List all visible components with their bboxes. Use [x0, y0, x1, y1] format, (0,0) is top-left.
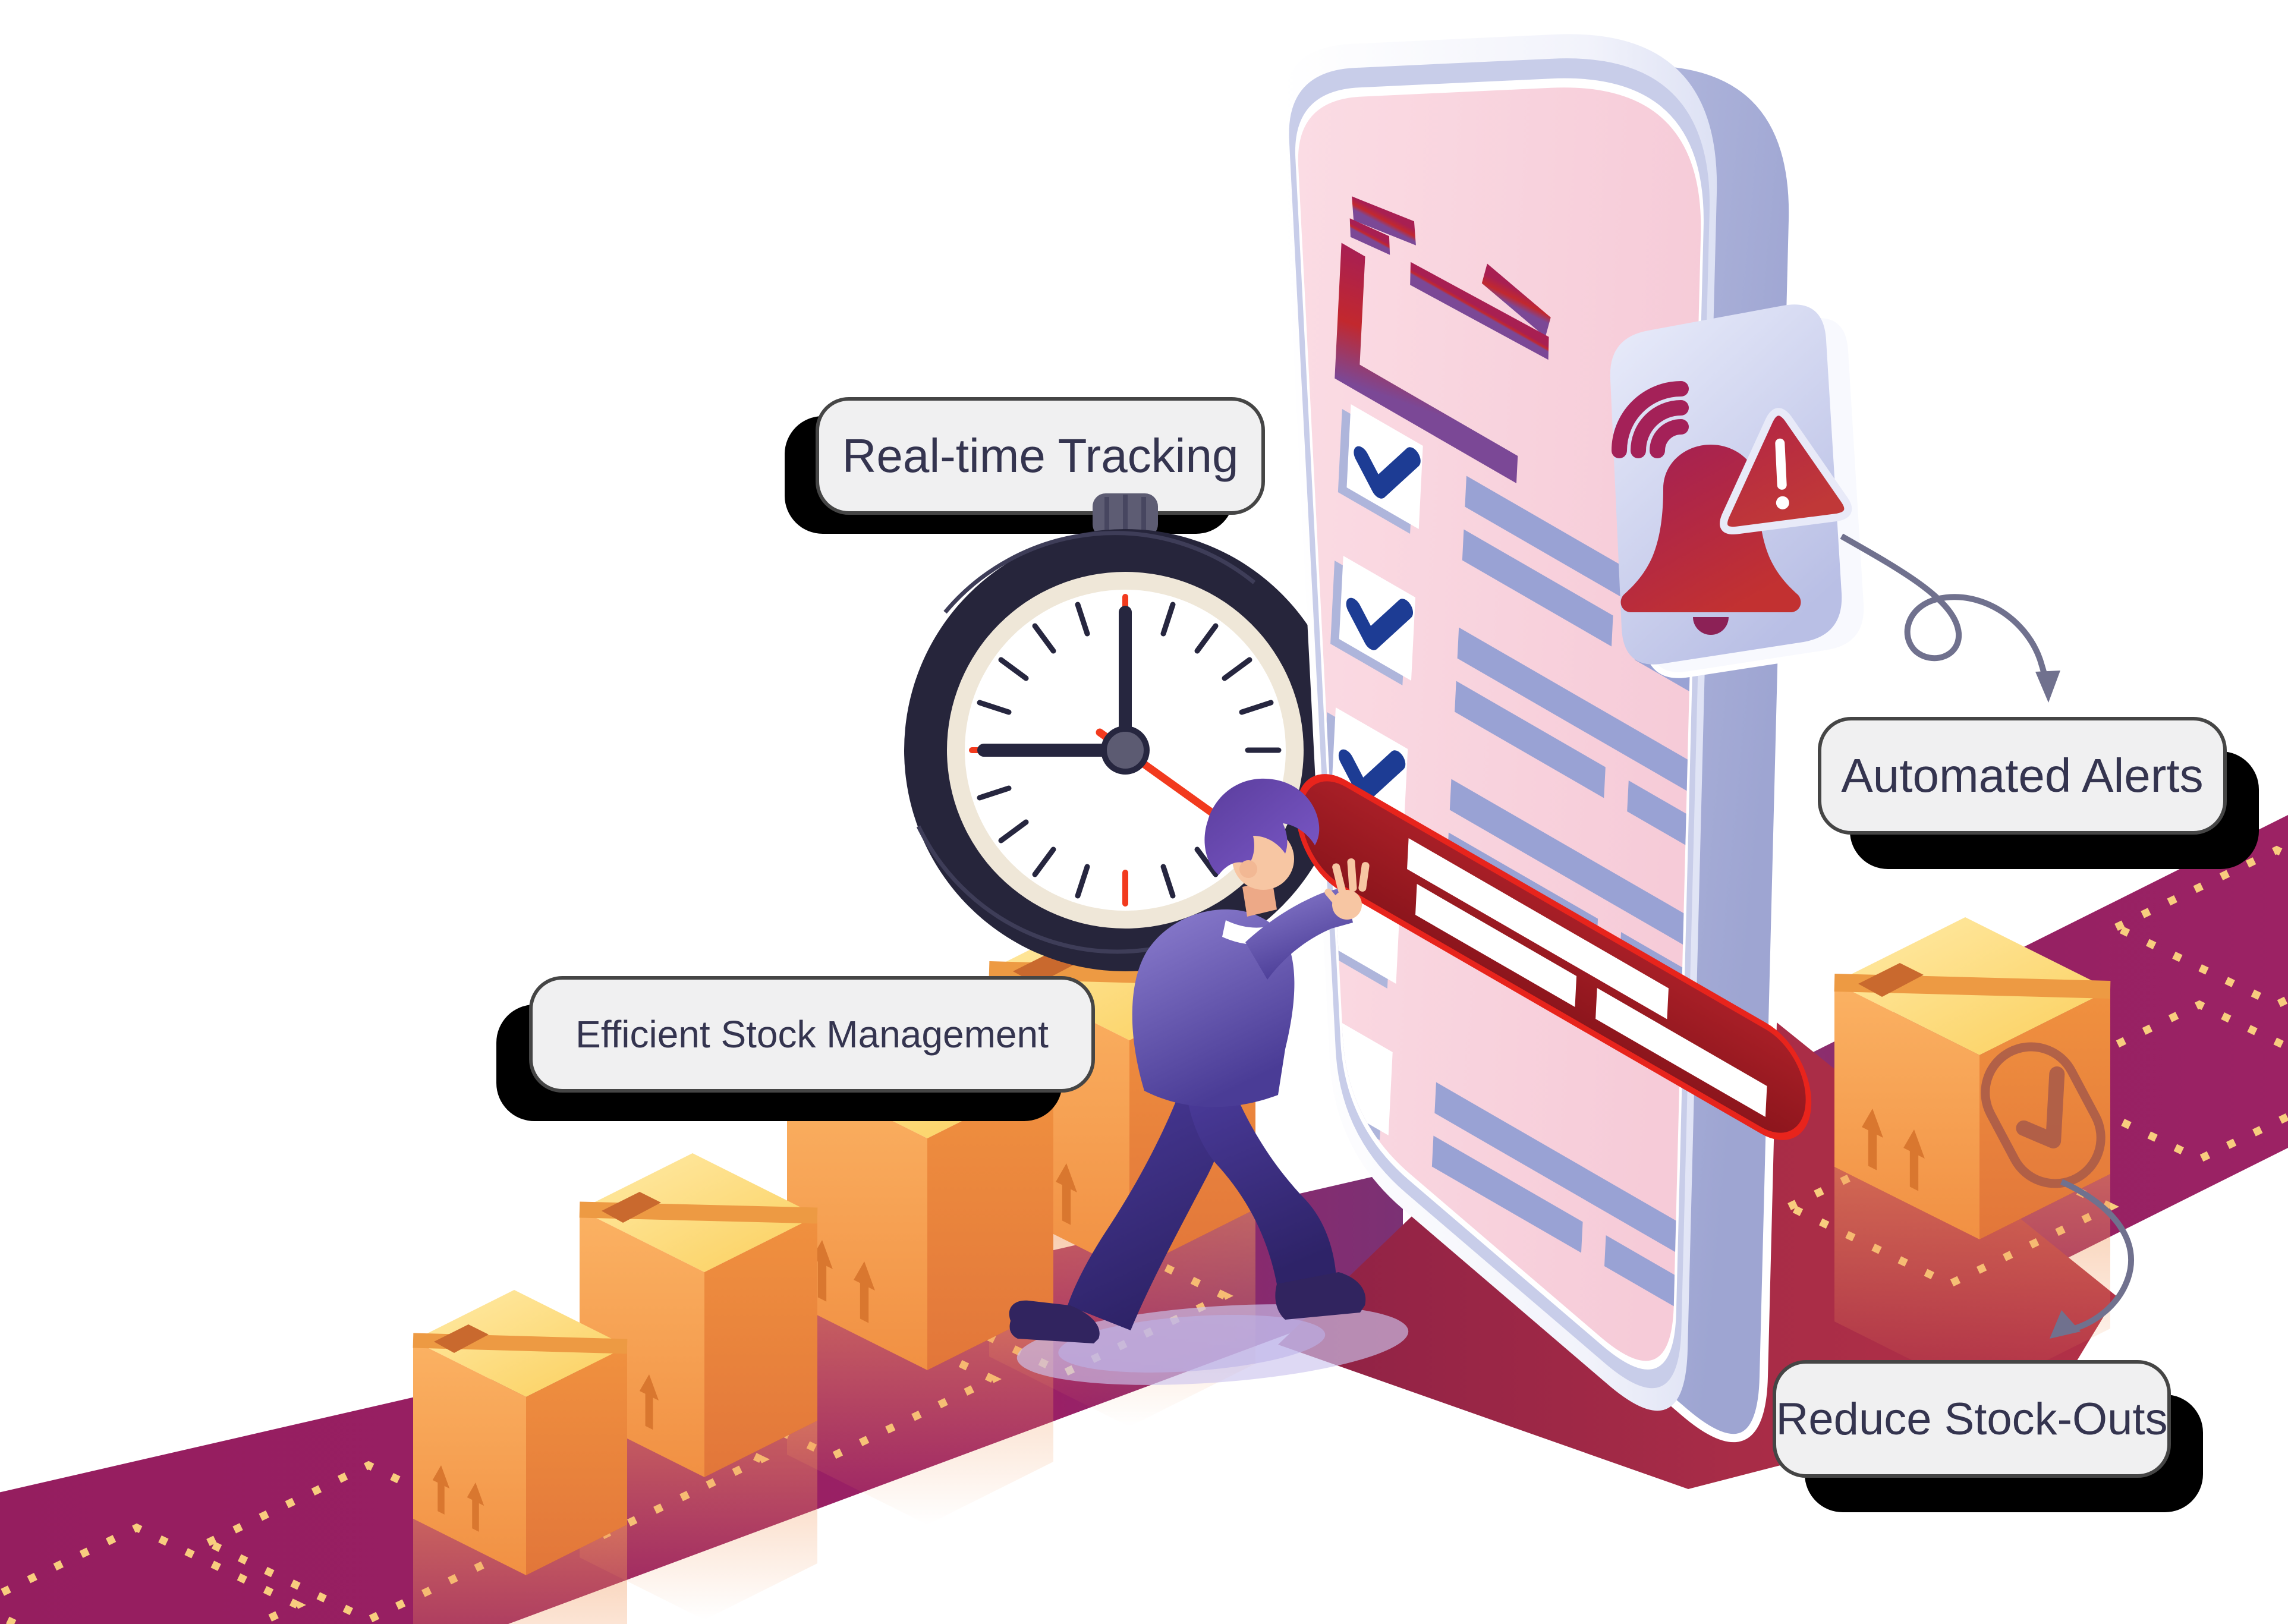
callout-label: Automated Alerts — [1841, 749, 2204, 802]
checkbox-checked-icon — [1339, 556, 1415, 681]
person-ear — [1239, 860, 1257, 878]
callout-label: Real-time Tracking — [842, 429, 1239, 482]
callout-label: Efficient Stock Management — [575, 1013, 1049, 1056]
swirl-arrow-icon — [1840, 533, 2051, 691]
person-shadow — [1016, 1304, 1409, 1385]
callout-automated-alerts: Automated Alerts — [1818, 717, 2259, 869]
cardboard-box-approved — [1834, 917, 2111, 1239]
clock-hands — [977, 606, 1233, 829]
callout-box: Automated Alerts — [1818, 717, 2227, 835]
person-hand — [1324, 858, 1370, 920]
callout-reduce-stock-outs: Reduce Stock-Outs — [1773, 1360, 2203, 1512]
wifi-waves-icon — [1612, 381, 1689, 458]
person-front-shoe — [1275, 1272, 1366, 1320]
callout-label: Reduce Stock-Outs — [1776, 1393, 2168, 1444]
warning-triangle-icon — [1720, 408, 1852, 535]
callout-box: Reduce Stock-Outs — [1773, 1360, 2171, 1478]
cardboard-box — [579, 1153, 818, 1477]
checkbox-checked-icon — [1346, 404, 1423, 529]
check-oval-icon — [1981, 1042, 2106, 1188]
person-torso — [1132, 909, 1295, 1107]
callout-real-time-tracking: Real-time Tracking — [785, 397, 1265, 534]
person-front-leg — [1187, 1085, 1336, 1291]
person-back-shoe — [1009, 1300, 1100, 1343]
person-raised-arm — [1245, 887, 1353, 980]
cardboard-box — [413, 1290, 628, 1575]
callout-efficient-stock-management: Efficient Stock Management — [496, 976, 1095, 1121]
callout-box: Real-time Tracking — [816, 397, 1265, 515]
person-hair — [1204, 778, 1320, 875]
open-box-icon — [1335, 196, 1551, 483]
alert-notification-panel — [1610, 304, 1870, 678]
person — [1009, 778, 1409, 1385]
callout-box: Efficient Stock Management — [529, 976, 1095, 1093]
stopwatch-icon — [904, 493, 1346, 971]
person-back-leg — [1068, 1070, 1232, 1330]
swirl-arrowhead — [2035, 671, 2060, 703]
curve-arrowhead — [2050, 1310, 2081, 1339]
curve-arrow-icon — [2060, 1179, 2134, 1332]
